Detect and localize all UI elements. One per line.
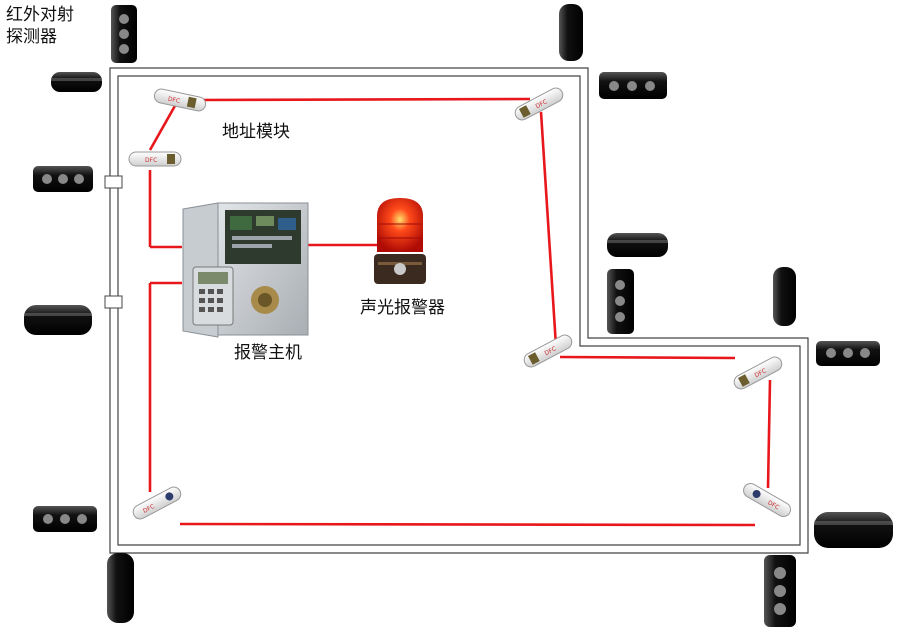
address-module: DFC (523, 334, 573, 368)
quad-beam-detectors-vertical (111, 5, 796, 627)
beam-detector-icon (559, 4, 583, 61)
address-module: DFC (132, 486, 182, 520)
beam-detector-icon (816, 341, 880, 366)
beam-detector-icon (607, 233, 668, 257)
siren-strobe-icon (374, 198, 426, 284)
beam-detector-icon (107, 553, 134, 623)
svg-text:DFC: DFC (145, 157, 157, 164)
svg-text:DFC: DFC (754, 367, 768, 379)
beam-detector-icon (24, 305, 92, 335)
svg-text:DFC: DFC (535, 98, 549, 110)
siren-label: 声光报警器 (360, 298, 445, 318)
detector-label-line2: 探测器 (6, 27, 57, 47)
junction-box (104, 295, 123, 309)
beam-detector-icon (33, 166, 93, 192)
quad-beam-detectors-horizontal (33, 72, 880, 532)
detector-label: 红外对射 探测器 (6, 4, 90, 48)
beam-detector-icon (764, 555, 796, 627)
address-module: DFC (733, 356, 783, 390)
beam-detector-icon (111, 5, 137, 63)
alarm-control-panel-icon (182, 202, 309, 338)
svg-text:DFC: DFC (544, 345, 558, 357)
beam-detector-icon (33, 506, 97, 532)
address-module: DFC (153, 88, 207, 112)
beam-detector-icon (814, 512, 893, 548)
alarm-host-label: 报警主机 (234, 343, 302, 363)
beam-detector-icon (773, 267, 796, 326)
beam-detector-icon (599, 72, 667, 99)
address-module: DFC (514, 87, 564, 121)
beam-detector-icon (51, 72, 102, 92)
svg-text:DFC: DFC (167, 96, 180, 105)
round-beam-detectors-vertical (107, 4, 796, 623)
detector-label-line1: 红外对射 (6, 5, 74, 25)
alarm-bus-wiring (148, 97, 772, 527)
address-modules: DFC DFC DFC DFC DFC DFC (128, 87, 791, 520)
svg-text:DFC: DFC (142, 503, 156, 515)
address-module-label: 地址模块 (222, 122, 290, 142)
address-module: DFC (743, 483, 791, 517)
round-beam-detectors-horizontal (24, 72, 893, 548)
address-module: DFC (128, 151, 182, 167)
beam-detector-icon (607, 269, 634, 334)
junction-box (104, 175, 123, 189)
perimeter-fence (109, 67, 809, 554)
